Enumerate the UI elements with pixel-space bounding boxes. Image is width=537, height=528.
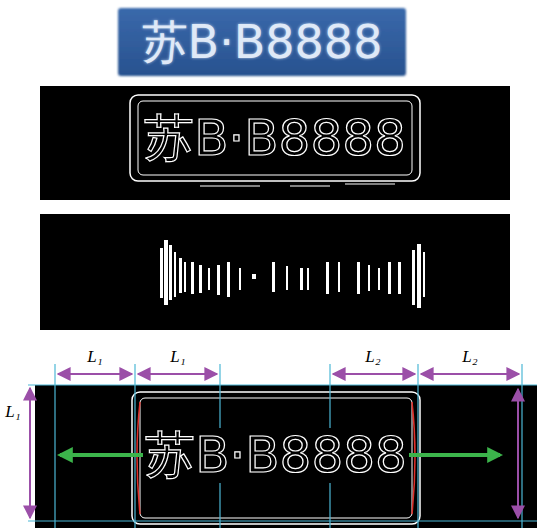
dimension-label: L₂ (462, 348, 477, 367)
dimension-arrows (30, 374, 519, 518)
plate-edge-text: 苏B·B8888 (144, 111, 406, 166)
dimension-label: L₁ (5, 403, 20, 422)
dimension-label: L₁ (170, 348, 185, 367)
measure-panel (35, 385, 537, 528)
edge-fragment (200, 184, 395, 186)
guide-lines (28, 364, 537, 528)
plate-outline (140, 398, 412, 518)
dimension-label: L₁ (87, 348, 102, 367)
plate-outline (132, 392, 420, 524)
plate-text: 苏B·B8888 (142, 17, 383, 68)
dimension-label: L₂ (365, 348, 380, 367)
boundary-curve (412, 402, 415, 514)
plate-photo (118, 8, 406, 76)
vertical-edge-panel (40, 214, 510, 330)
plate-outline (130, 95, 420, 181)
vertical-edges (160, 240, 425, 308)
plate-edge-text: 苏B·B8888 (143, 428, 409, 483)
boundary-curve (137, 402, 140, 514)
plate-outline (138, 101, 412, 175)
dimension-label: L (524, 446, 533, 465)
edge-panel (40, 86, 510, 200)
